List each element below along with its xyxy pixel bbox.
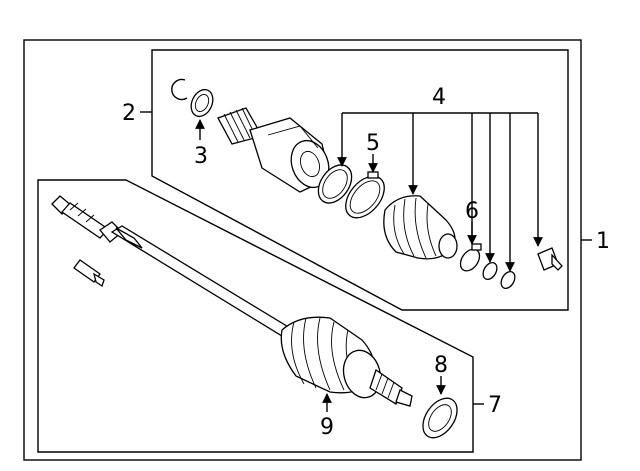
callout-4: 4 bbox=[432, 85, 446, 110]
inner-joint-group-box bbox=[151, 49, 569, 311]
dust-cap-upper bbox=[537, 247, 563, 271]
callout-6: 6 bbox=[465, 199, 479, 224]
callout-2: 2 bbox=[122, 101, 136, 126]
small-ring-b bbox=[500, 270, 516, 290]
outer-joint bbox=[342, 349, 413, 407]
callout-1: 1 bbox=[596, 229, 610, 254]
seal-part-3 bbox=[190, 88, 214, 118]
callout-3: 3 bbox=[194, 144, 208, 169]
callout-5: 5 bbox=[366, 131, 380, 156]
callout-7: 7 bbox=[488, 393, 502, 418]
inner-joint-housing bbox=[217, 107, 331, 193]
seal-part-8 bbox=[422, 397, 458, 439]
clamp-part-6 bbox=[459, 243, 482, 272]
dust-cap-lower bbox=[73, 259, 105, 288]
callout-8: 8 bbox=[434, 353, 448, 378]
clamp-ring-large bbox=[317, 164, 353, 204]
small-ring-a bbox=[482, 261, 498, 281]
snap-ring bbox=[171, 78, 188, 101]
outer-frame bbox=[23, 39, 582, 461]
inner-boot bbox=[383, 195, 458, 260]
callout-9: 9 bbox=[320, 415, 334, 440]
leader-lines bbox=[140, 111, 592, 412]
